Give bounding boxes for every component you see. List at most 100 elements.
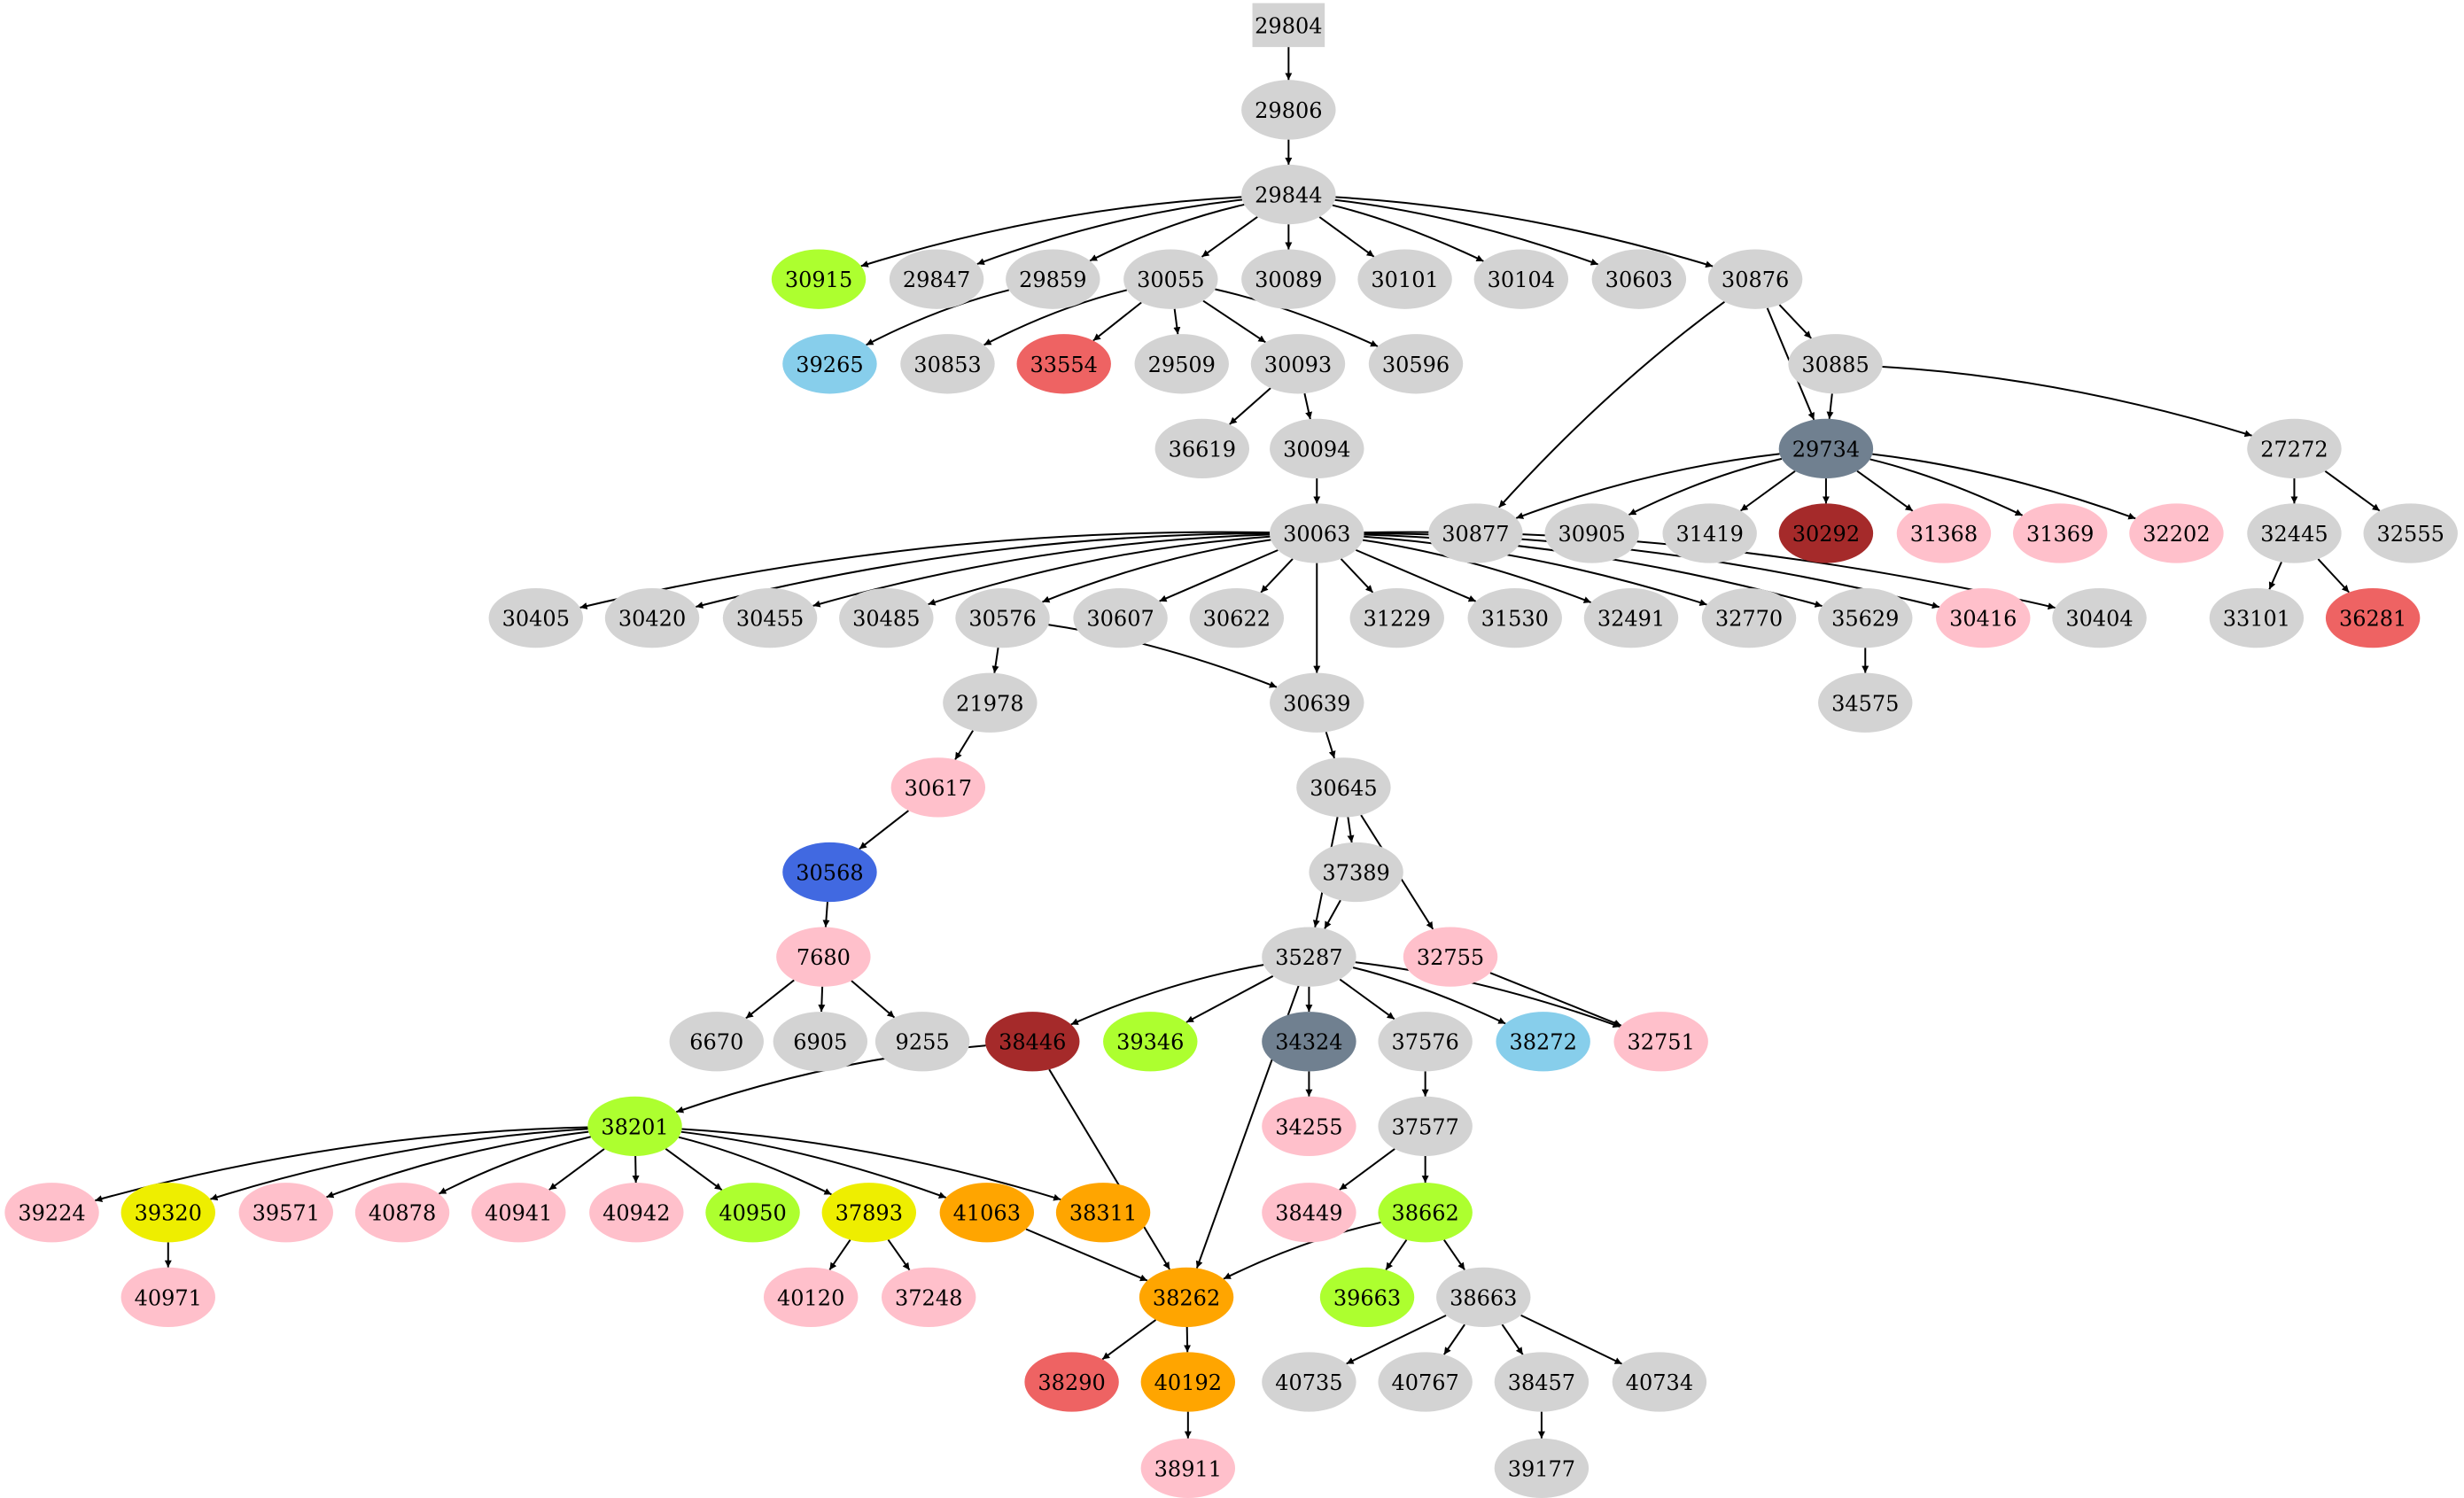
node-39663[interactable]: 39663 <box>1319 1267 1415 1327</box>
node-32555[interactable]: 32555 <box>2363 503 2458 563</box>
node-33101[interactable]: 33101 <box>2209 588 2305 648</box>
node-38201[interactable]: 38201 <box>587 1096 682 1156</box>
node-41063[interactable]: 41063 <box>939 1183 1035 1243</box>
node-37248[interactable]: 37248 <box>881 1267 976 1327</box>
edge-27272-to-32555 <box>2324 470 2381 512</box>
node-38911[interactable]: 38911 <box>1140 1438 1236 1498</box>
node-31229[interactable]: 31229 <box>1349 588 1444 648</box>
node-30639[interactable]: 30639 <box>1270 672 1364 733</box>
node-40734[interactable]: 40734 <box>1612 1352 1707 1412</box>
node-29734[interactable]: 29734 <box>1778 418 1874 479</box>
node-38311[interactable]: 38311 <box>1055 1183 1151 1243</box>
node-40950[interactable]: 40950 <box>705 1183 800 1243</box>
node-29844[interactable]: 29844 <box>1241 164 1336 225</box>
node-30876[interactable]: 30876 <box>1707 249 1803 309</box>
node-30485[interactable]: 30485 <box>839 588 934 648</box>
node-37576[interactable]: 37576 <box>1378 1012 1473 1072</box>
node-30404[interactable]: 30404 <box>2052 588 2147 648</box>
node-29859[interactable]: 29859 <box>1006 249 1100 309</box>
node-7680[interactable]: 7680 <box>776 927 871 987</box>
node-39346[interactable]: 39346 <box>1103 1012 1198 1072</box>
node-9255[interactable]: 9255 <box>874 1012 970 1072</box>
node-31419[interactable]: 31419 <box>1662 503 1757 563</box>
node-6905[interactable]: 6905 <box>773 1012 868 1072</box>
node-34575[interactable]: 34575 <box>1818 672 1913 733</box>
node-38262[interactable]: 38262 <box>1139 1267 1234 1327</box>
node-40971[interactable]: 40971 <box>120 1267 215 1327</box>
node-40941[interactable]: 40941 <box>471 1183 566 1243</box>
node-29509[interactable]: 29509 <box>1134 334 1229 394</box>
node-31369[interactable]: 31369 <box>2012 503 2108 563</box>
node-30093[interactable]: 30093 <box>1250 334 1346 394</box>
node-30063[interactable]: 30063 <box>1270 503 1364 563</box>
node-30607[interactable]: 30607 <box>1073 588 1168 648</box>
node-37389[interactable]: 37389 <box>1309 842 1403 903</box>
node-34324[interactable]: 34324 <box>1262 1012 1356 1072</box>
node-30576[interactable]: 30576 <box>955 588 1050 648</box>
node-32202[interactable]: 32202 <box>2129 503 2224 563</box>
node-38272[interactable]: 38272 <box>1496 1012 1590 1072</box>
node-30055[interactable]: 30055 <box>1123 249 1218 309</box>
node-31530[interactable]: 31530 <box>1467 588 1562 648</box>
node-30603[interactable]: 30603 <box>1591 249 1687 309</box>
node-38290[interactable]: 38290 <box>1024 1352 1119 1412</box>
node-30617[interactable]: 30617 <box>890 757 986 818</box>
node-39320[interactable]: 39320 <box>120 1183 215 1243</box>
node-29806[interactable]: 29806 <box>1241 80 1336 140</box>
node-40120[interactable]: 40120 <box>763 1267 859 1327</box>
node-40878[interactable]: 40878 <box>354 1183 450 1243</box>
node-30094[interactable]: 30094 <box>1270 418 1364 479</box>
node-30853[interactable]: 30853 <box>900 334 995 394</box>
node-38663[interactable]: 38663 <box>1436 1267 1531 1327</box>
node-34255[interactable]: 34255 <box>1262 1096 1356 1156</box>
node-32491[interactable]: 32491 <box>1583 588 1679 648</box>
node-21978[interactable]: 21978 <box>943 672 1038 733</box>
node-36619[interactable]: 36619 <box>1154 418 1250 479</box>
node-35629[interactable]: 35629 <box>1818 588 1913 648</box>
node-32751[interactable]: 32751 <box>1613 1012 1708 1072</box>
node-30905[interactable]: 30905 <box>1544 503 1639 563</box>
node-30568[interactable]: 30568 <box>782 842 877 903</box>
node-37893[interactable]: 37893 <box>821 1183 917 1243</box>
node-30101[interactable]: 30101 <box>1357 249 1452 309</box>
node-30915[interactable]: 30915 <box>771 249 867 309</box>
node-30104[interactable]: 30104 <box>1473 249 1569 309</box>
node-30645[interactable]: 30645 <box>1296 757 1391 818</box>
node-39224[interactable]: 39224 <box>4 1183 99 1243</box>
node-30455[interactable]: 30455 <box>722 588 818 648</box>
node-35287[interactable]: 35287 <box>1262 927 1356 987</box>
node-32770[interactable]: 32770 <box>1701 588 1797 648</box>
node-38449[interactable]: 38449 <box>1262 1183 1356 1243</box>
node-29847[interactable]: 29847 <box>889 249 984 309</box>
node-29804[interactable]: 29804 <box>1252 3 1325 48</box>
node-27272[interactable]: 27272 <box>2247 418 2342 479</box>
node-30885[interactable]: 30885 <box>1788 334 1883 394</box>
node-31368[interactable]: 31368 <box>1896 503 1992 563</box>
node-40735[interactable]: 40735 <box>1262 1352 1356 1412</box>
node-33554[interactable]: 33554 <box>1016 334 1111 394</box>
node-40767[interactable]: 40767 <box>1378 1352 1473 1412</box>
node-40942[interactable]: 40942 <box>589 1183 684 1243</box>
node-32445[interactable]: 32445 <box>2247 503 2342 563</box>
node-30420[interactable]: 30420 <box>604 588 700 648</box>
node-32755[interactable]: 32755 <box>1403 927 1498 987</box>
node-30622[interactable]: 30622 <box>1189 588 1285 648</box>
node-30416[interactable]: 30416 <box>1936 588 2031 648</box>
node-30292[interactable]: 30292 <box>1778 503 1874 563</box>
node-30405[interactable]: 30405 <box>488 588 584 648</box>
node-36281[interactable]: 36281 <box>2325 588 2421 648</box>
node-30596[interactable]: 30596 <box>1368 334 1464 394</box>
node-30089[interactable]: 30089 <box>1241 249 1336 309</box>
node-38457[interactable]: 38457 <box>1494 1352 1590 1412</box>
node-37577[interactable]: 37577 <box>1378 1096 1473 1156</box>
node-ellipse <box>1378 1096 1473 1156</box>
edge-38663-to-40767 <box>1443 1323 1465 1355</box>
node-39177[interactable]: 39177 <box>1494 1438 1590 1498</box>
node-38662[interactable]: 38662 <box>1378 1183 1473 1243</box>
node-30877[interactable]: 30877 <box>1428 503 1523 563</box>
node-38446[interactable]: 38446 <box>985 1012 1080 1072</box>
node-39265[interactable]: 39265 <box>782 334 877 394</box>
node-40192[interactable]: 40192 <box>1140 1352 1236 1412</box>
node-6670[interactable]: 6670 <box>669 1012 764 1072</box>
node-39571[interactable]: 39571 <box>238 1183 334 1243</box>
